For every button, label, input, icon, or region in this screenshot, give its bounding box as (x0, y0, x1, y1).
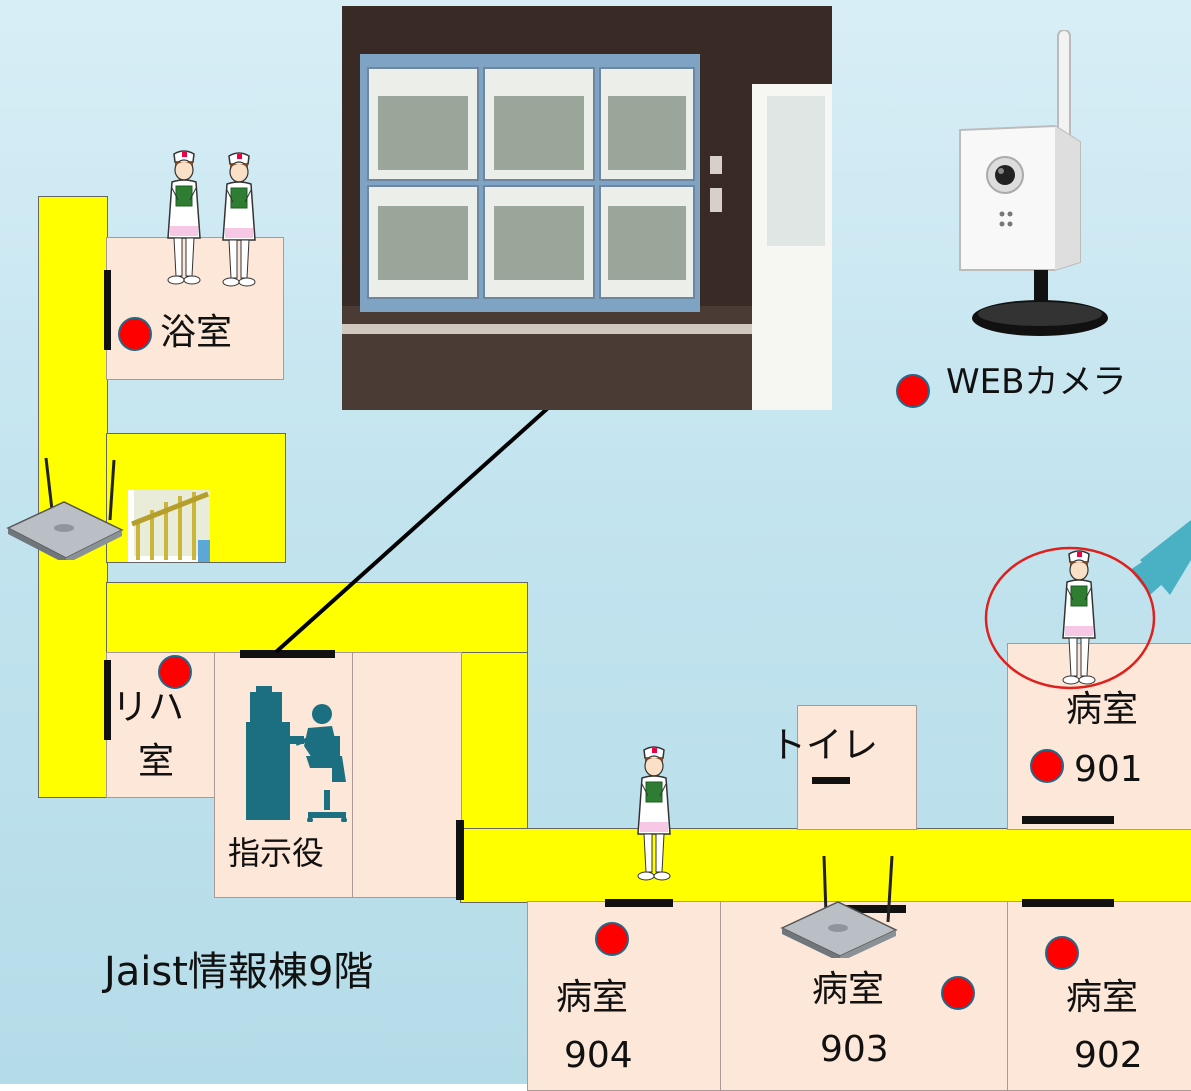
nurse-icon (637, 746, 671, 881)
wifi-router-icon (6, 457, 124, 560)
room-label-ward-902-name: 病室 (1066, 977, 1139, 1018)
floor-title: Jaist情報棟9階 (104, 949, 374, 995)
door-ward-902 (1022, 899, 1114, 907)
room-label-rehab-line1: リハ (112, 687, 185, 728)
room-label-director: 指示役 (228, 834, 325, 872)
monitor-wall-photo (342, 6, 832, 410)
camera-marker-ward-901 (1030, 749, 1064, 783)
nurse-icon (1062, 550, 1096, 685)
room-toilet (797, 705, 917, 830)
door-rehab (104, 660, 111, 740)
room-label-ward-903-name: 病室 (812, 969, 885, 1010)
camera-marker-ward-903 (941, 976, 975, 1010)
camera-marker-rehab (158, 655, 192, 689)
door-bath (104, 270, 111, 350)
wifi-router-icon (780, 855, 898, 958)
highlight-circle (984, 546, 1156, 690)
room-storage (352, 652, 462, 898)
camera-marker-ward-904 (595, 922, 629, 956)
door-ward-904 (605, 899, 673, 907)
room-label-ward-904-number: 904 (564, 1035, 633, 1076)
direction-arrow-icon (1130, 505, 1191, 595)
door-storage (456, 820, 464, 900)
room-label-ward-903-number: 903 (820, 1029, 889, 1070)
nurse-icon (167, 150, 201, 285)
room-label-toilet: トイレ (770, 725, 879, 766)
stairs-icon (128, 490, 210, 562)
web-camera-icon (959, 30, 1108, 336)
operator-at-console-icon (246, 686, 347, 822)
room-label-rehab-line2: 室 (138, 741, 175, 782)
door-director (240, 650, 335, 658)
room-label-bath: 浴室 (160, 312, 233, 353)
room-ward-901 (1007, 643, 1191, 830)
room-ward-902 (1007, 901, 1191, 1091)
room-label-ward-901-number: 901 (1074, 749, 1143, 790)
room-label-ward-901-name: 病室 (1066, 689, 1139, 730)
door-ward-901 (1022, 816, 1114, 824)
camera-marker-bath (118, 317, 152, 351)
legend-label: WEBカメラ (946, 362, 1127, 402)
door-ward-903 (838, 905, 906, 913)
room-label-ward-902-number: 902 (1074, 1035, 1143, 1076)
room-label-ward-904-name: 病室 (556, 977, 629, 1018)
legend-camera-marker (896, 374, 930, 408)
camera-marker-ward-902 (1045, 936, 1079, 970)
nurse-icon (222, 152, 256, 287)
door-toilet (812, 777, 850, 784)
room-bath (106, 237, 284, 380)
